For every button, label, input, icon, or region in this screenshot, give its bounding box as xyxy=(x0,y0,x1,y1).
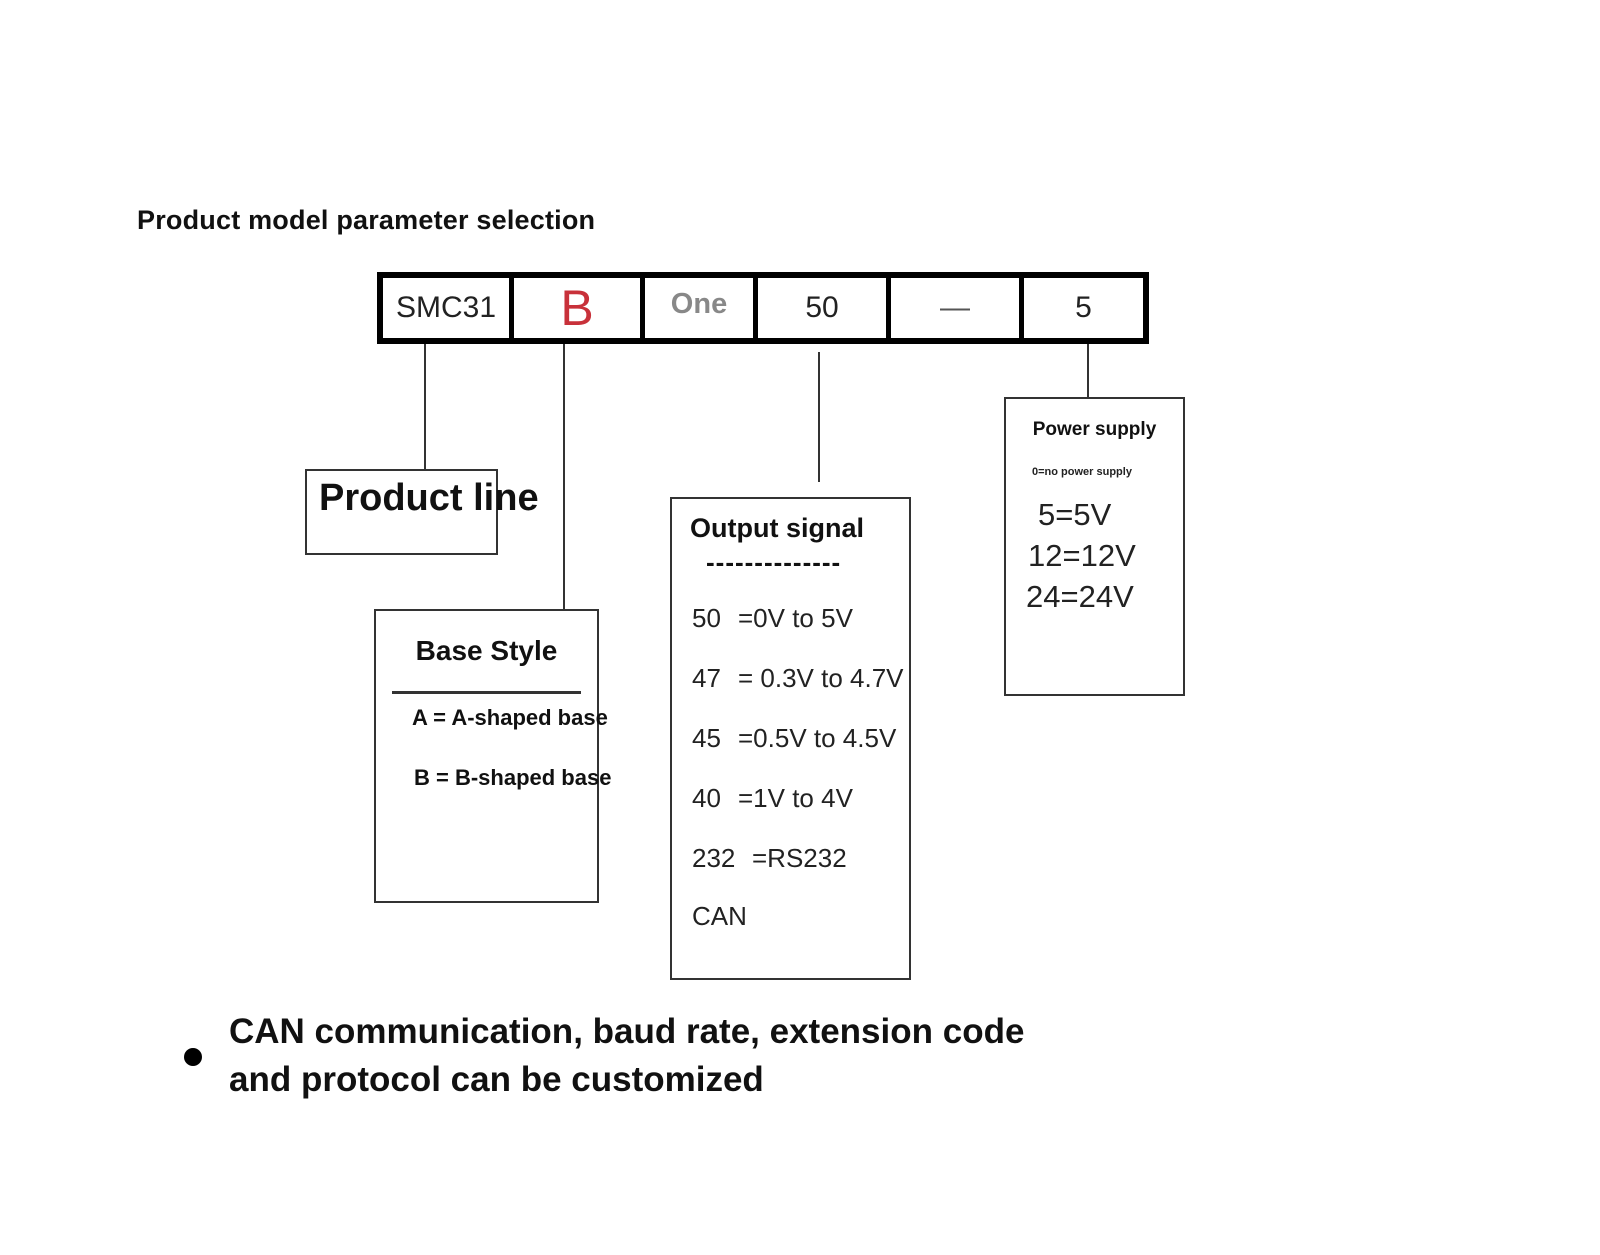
output-signal-desc: =0.5V to 4.5V xyxy=(738,723,897,753)
connector-base-style xyxy=(563,344,565,609)
product-line-box: Product line xyxy=(305,469,539,555)
output-signal-code: 40 xyxy=(692,783,721,813)
output-signal-code: CAN xyxy=(692,901,747,931)
output-signal-box: Output signal -------------- 50 =0V to 5V… xyxy=(670,497,911,980)
connector-product-line xyxy=(424,344,426,469)
base-style-option-a: A = A-shaped base xyxy=(412,705,608,730)
model-segment-power: 5 xyxy=(1075,291,1092,324)
base-style-option-b: B = B-shaped base xyxy=(414,765,612,790)
output-signal-desc: =0V to 5V xyxy=(738,603,853,633)
power-supply-option: 24=24V xyxy=(1026,579,1134,614)
output-signal-code: 47 xyxy=(692,663,721,693)
model-code-bar: SMC31 B One 50 — 5 xyxy=(377,272,1149,344)
customization-note: CAN communication, baud rate, extension … xyxy=(229,1008,1024,1104)
output-signal-code: 232 xyxy=(692,843,736,873)
power-supply-option: 5=5V xyxy=(1038,497,1112,532)
power-supply-subtitle: 0=no power supply xyxy=(1032,466,1132,478)
output-signal-row: 232 =RS232 xyxy=(692,843,847,874)
power-supply-box: Power supply 0=no power supply 5=5V 12=1… xyxy=(1004,397,1185,696)
customization-note-line: and protocol can be customized xyxy=(229,1060,764,1099)
model-segment-dash: — xyxy=(891,278,1024,338)
product-line-label: Product line xyxy=(319,477,539,519)
output-signal-row: 50 =0V to 5V xyxy=(692,603,853,634)
model-segment-third: One xyxy=(645,278,758,338)
connector-output-signal xyxy=(818,352,820,482)
output-signal-desc: =RS232 xyxy=(752,843,847,873)
output-signal-desc: =1V to 4V xyxy=(738,783,853,813)
customization-note-line: CAN communication, baud rate, extension … xyxy=(229,1012,1025,1051)
model-segment-series: SMC31 xyxy=(383,278,514,338)
output-signal-row: CAN xyxy=(692,901,747,932)
output-signal-code: 45 xyxy=(692,723,721,753)
output-signal-code: 50 xyxy=(692,603,721,633)
power-supply-option: 12=12V xyxy=(1028,538,1136,573)
model-segment-output: 50 xyxy=(758,278,891,338)
model-segment-base: B xyxy=(514,278,645,338)
output-signal-row: 40 =1V to 4V xyxy=(692,783,853,814)
base-style-divider xyxy=(392,691,581,694)
connector-power-supply xyxy=(1087,344,1089,397)
output-signal-row: 45 =0.5V to 4.5V xyxy=(692,723,896,754)
output-signal-separator: -------------- xyxy=(706,547,842,577)
bullet-point xyxy=(184,1048,202,1066)
output-signal-title: Output signal xyxy=(690,513,864,543)
diagram-title: Product model parameter selection xyxy=(137,205,596,235)
power-supply-title: Power supply xyxy=(1032,419,1157,440)
base-style-box: Base Style A = A-shaped base B = B-shape… xyxy=(374,609,611,903)
output-signal-row: 47 = 0.3V to 4.7V xyxy=(692,663,904,694)
output-signal-desc: = 0.3V to 4.7V xyxy=(738,663,904,693)
base-style-title: Base Style xyxy=(415,635,558,666)
